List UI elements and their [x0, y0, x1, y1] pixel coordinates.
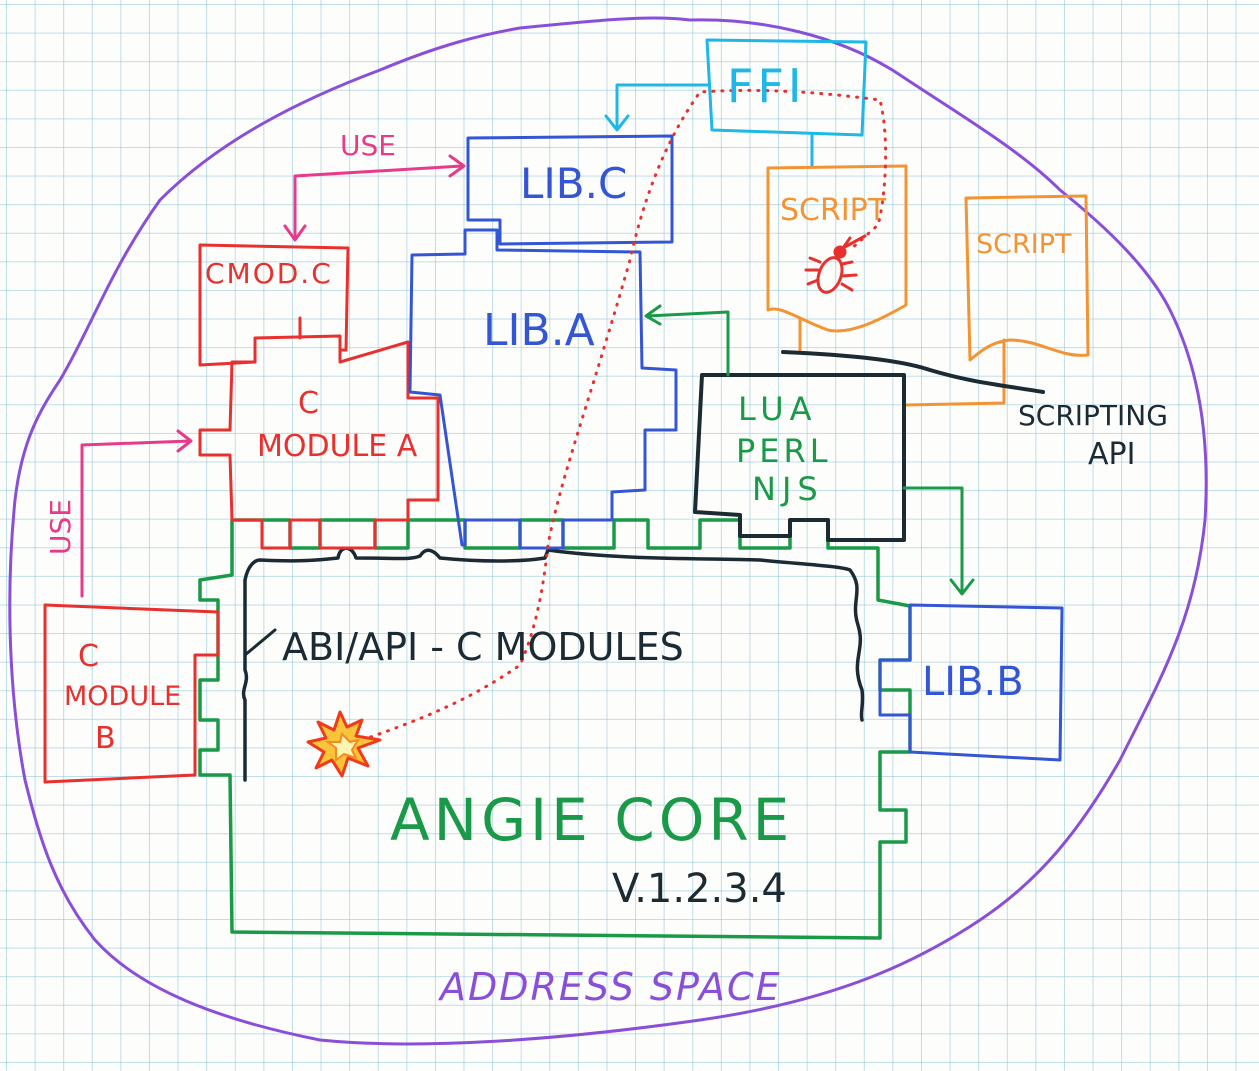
lib-a-label: LIB.A	[483, 305, 595, 356]
perl-label: PERL	[736, 432, 832, 470]
use-top-label: USE	[340, 129, 396, 162]
abi-api-brace	[243, 628, 277, 657]
address-space-boundary	[8, 16, 1208, 1046]
abi-api-label: ABI/API - C MODULES	[282, 625, 684, 669]
scripting-api-line2: API	[1088, 437, 1135, 472]
use-top-arrow	[283, 154, 466, 242]
script-1-label: SCRIPT	[780, 193, 887, 228]
use-left-label: USE	[44, 499, 77, 555]
cmod-c-label: CMOD.C	[205, 257, 333, 290]
core-boundary	[198, 518, 912, 940]
use-left-arrow	[80, 429, 193, 598]
lib-a-boundary	[408, 228, 678, 550]
ffi-label: FFI	[727, 59, 805, 113]
scripting-api-line1: SCRIPTING	[1018, 399, 1168, 432]
c-module-b-line1: C	[78, 639, 99, 674]
c-module-b-boundary	[43, 603, 220, 784]
lua-to-liba-arrow	[644, 304, 730, 377]
script-2-boundary	[964, 194, 1090, 362]
lib-c-label: LIB.C	[520, 159, 627, 208]
abi-api-boundary	[241, 546, 865, 782]
address-space-label: ADDRESS SPACE	[437, 965, 782, 1009]
core-label: ANGIE CORE	[390, 786, 793, 854]
scripting-api-line	[781, 350, 1045, 394]
script-1-boundary	[766, 164, 908, 333]
c-module-a-line1: C	[298, 386, 319, 421]
lib-b-label: LIB.B	[922, 659, 1024, 705]
ffi-boundary	[705, 38, 868, 137]
lua-to-libb-arrow	[902, 486, 975, 596]
lua-label: LUA	[738, 390, 818, 428]
lib-c-boundary	[466, 134, 674, 246]
script-2-label: SCRIPT	[976, 229, 1072, 260]
script-2-connector	[904, 338, 1006, 407]
bug-crash-path	[360, 88, 888, 742]
bug-icon	[804, 234, 867, 294]
ffi-to-libc-arrow	[604, 83, 709, 132]
crash-explosion-icon	[306, 710, 382, 778]
lua-perl-njs-boundary	[693, 373, 906, 542]
njs-label: NJS	[752, 470, 824, 508]
c-module-b-line3: B	[95, 721, 116, 756]
lib-b-boundary	[878, 603, 1064, 762]
c-module-b-line2: MODULE	[64, 681, 181, 712]
c-module-a-boundary	[198, 334, 440, 550]
core-version: V.1.2.3.4	[612, 866, 787, 912]
c-module-a-line2: MODULE A	[257, 429, 418, 464]
cmod-c-boundary	[198, 243, 350, 367]
